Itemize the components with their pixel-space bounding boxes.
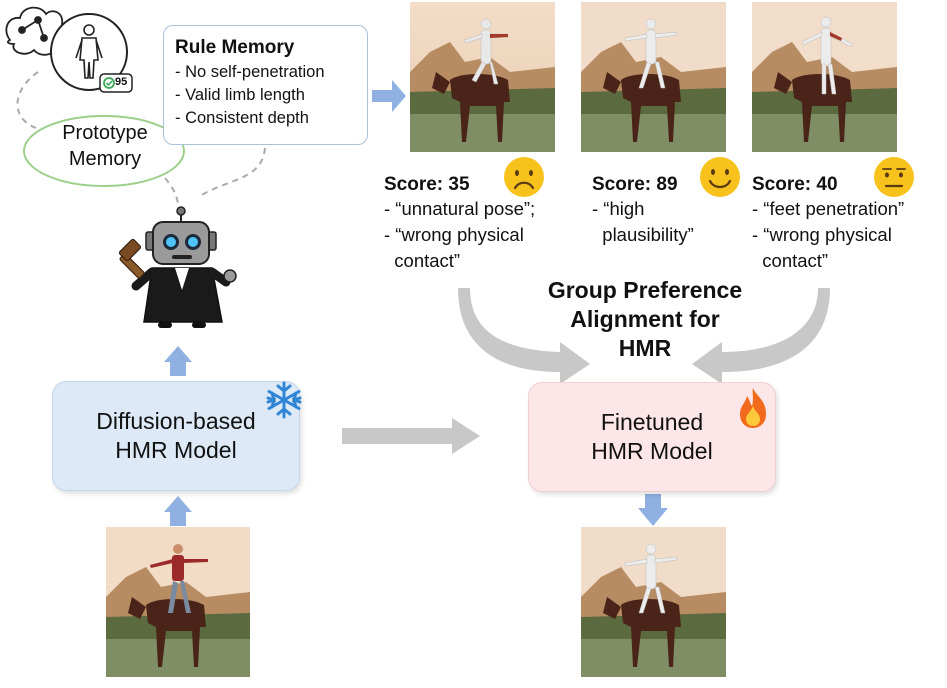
score-title: Score: 40 <box>752 174 838 195</box>
horse-rider-scene <box>410 2 555 152</box>
feedback-line: plausibility” <box>592 224 694 245</box>
dashed-connector <box>16 71 39 129</box>
candidate-image-2 <box>581 2 726 152</box>
feedback-line: contact” <box>752 250 829 271</box>
curved-arrow-left <box>458 288 590 384</box>
score-block-3: Score: 40 - “feet penetration” - “wrong … <box>752 174 904 274</box>
prototype-memory-ellipse <box>23 115 185 187</box>
diffusion-hmr-model-box: Diffusion-based HMR Model <box>52 381 300 491</box>
candidate-image-1 <box>410 2 555 152</box>
human-body-icon <box>50 13 128 91</box>
curved-arrow-right <box>692 288 830 384</box>
model-label-line: Finetuned <box>600 409 704 435</box>
snowflake-icon <box>266 381 302 419</box>
happy-face-icon <box>700 157 740 197</box>
model-label-line: HMR Model <box>591 438 713 464</box>
robot-judge-icon <box>118 206 237 328</box>
horse-rider-scene <box>581 2 726 152</box>
feedback-line: - “feet penetration” <box>752 198 905 219</box>
horse-rider-scene <box>106 527 250 677</box>
candidate-image-3 <box>752 2 897 152</box>
horse-rider-scene <box>581 527 726 677</box>
prototype-memory-label: Prototype Memory <box>30 120 180 172</box>
prototype-memory-line: Prototype <box>62 122 148 144</box>
rule-item: - Consistent depth <box>175 109 309 127</box>
flow-arrow-gray-right <box>342 418 480 454</box>
flow-arrow-down <box>638 494 668 526</box>
model-label-line: Diffusion-based <box>96 408 256 434</box>
rule-memory-title: Rule Memory <box>175 37 295 58</box>
prototype-memory-line: Memory <box>68 148 142 170</box>
feedback-line: - “wrong physical <box>384 224 524 245</box>
sad-face-icon <box>504 157 544 197</box>
score-block-1: Score: 35 - “unnatural pose”; - “wrong p… <box>384 174 535 274</box>
input-image <box>106 527 250 677</box>
dashed-connector <box>199 147 266 197</box>
badge-value: 95 <box>115 76 128 88</box>
alignment-line: HMR <box>618 335 672 361</box>
feedback-line: - “wrong physical <box>752 224 892 245</box>
rule-memory-box: Rule Memory - No self-penetration - Vali… <box>163 25 368 145</box>
score-title: Score: 89 <box>592 174 678 195</box>
score-title: Score: 35 <box>384 174 470 195</box>
alignment-line: Group Preference <box>547 277 743 303</box>
flow-arrow-up <box>164 496 192 526</box>
check-badge-icon <box>99 73 133 93</box>
alignment-line: Alignment for <box>570 306 720 332</box>
output-image <box>581 527 726 677</box>
dashed-connector <box>164 177 179 209</box>
flow-arrow-right <box>372 80 406 112</box>
feedback-line: - “high <box>592 198 645 219</box>
horse-rider-scene <box>752 2 897 152</box>
fire-icon <box>740 388 766 428</box>
score-block-2: Score: 89 - “high plausibility” <box>592 174 694 248</box>
rule-item: - Valid limb length <box>175 86 305 104</box>
model-label-line: HMR Model <box>115 437 237 463</box>
rule-item: - No self-penetration <box>175 63 325 81</box>
flow-arrow-up <box>164 346 192 376</box>
feedback-line: - “unnatural pose”; <box>384 198 536 219</box>
neutral-face-icon <box>874 157 914 197</box>
group-preference-alignment-label: Group Preference Alignment for HMR <box>520 276 770 363</box>
feedback-line: contact” <box>384 250 461 271</box>
finetuned-hmr-model-box: Finetuned HMR Model <box>528 382 776 492</box>
